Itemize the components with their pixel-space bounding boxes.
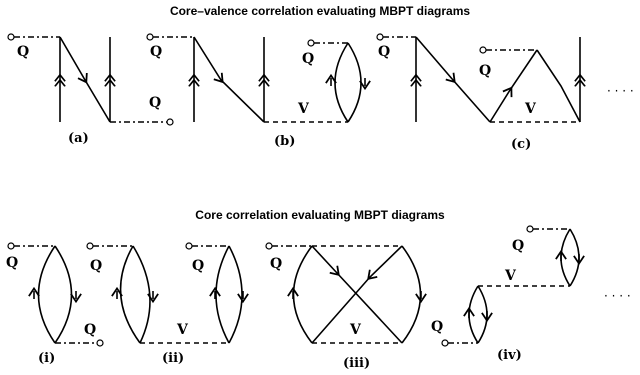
continuation-dots: · · · · [607, 84, 634, 98]
diagram-a [7, 33, 174, 126]
vertex-circle [307, 39, 315, 47]
diagram-b [146, 33, 371, 123]
diagram-i [7, 242, 104, 347]
q-label: Q [192, 258, 204, 274]
q-label: Q [512, 238, 524, 254]
bubble-left [560, 228, 571, 287]
q-label: Q [378, 44, 390, 60]
caption-c: (c) [511, 137, 531, 152]
bubble-right [54, 245, 73, 344]
diagram-iii [265, 242, 427, 344]
bubble-left [334, 42, 349, 123]
v-label: V [504, 268, 517, 284]
v-label: V [176, 322, 189, 338]
vertex-circle [479, 46, 487, 54]
q-label: Q [150, 44, 162, 60]
particle-line [536, 49, 581, 123]
vertex-circle [376, 33, 384, 41]
q-label: Q [84, 322, 96, 338]
particle-line [59, 36, 111, 123]
particle-line [193, 36, 265, 123]
vertex-circle [7, 33, 15, 41]
vertex-circle [441, 339, 449, 347]
bubble-left [119, 245, 141, 344]
caption-iii: (iii) [343, 356, 370, 371]
v-label: V [349, 322, 362, 338]
diagram-iv [441, 225, 585, 347]
core-correlation-title: Core correlation evaluating MBPT diagram… [195, 208, 445, 222]
q-label: Q [90, 258, 102, 274]
q-label: Q [149, 95, 161, 111]
outer-left-arc [292, 245, 313, 344]
outer-right-arc [401, 245, 422, 344]
caption-iv: (iv) [497, 348, 522, 363]
caption-a: (a) [68, 131, 89, 146]
bubble-left [468, 285, 479, 344]
v-label: V [524, 101, 537, 117]
vertex-circle [86, 242, 94, 250]
caption-ii: (ii) [162, 351, 184, 366]
vertex-circle [7, 242, 15, 250]
bubble-left [215, 245, 230, 344]
q-label: Q [431, 319, 443, 335]
continuation-dots: · · · · [604, 289, 631, 303]
q-label: Q [302, 51, 314, 67]
vertex-circle [526, 225, 534, 233]
cross-line [311, 245, 403, 344]
bubble-left [37, 245, 56, 344]
caption-b: (b) [274, 134, 295, 149]
bubble-right [477, 285, 488, 344]
particle-line [415, 36, 491, 123]
diagram-ii [86, 242, 249, 344]
q-label: Q [270, 256, 282, 272]
bubble-right [347, 42, 362, 123]
q-label: Q [6, 255, 18, 271]
caption-i: (i) [38, 351, 55, 366]
q-label: Q [17, 44, 29, 60]
core-valence-title: Core–valence correlation evaluating MBPT… [169, 4, 471, 18]
diagram-c [376, 33, 581, 123]
vertex-circle [166, 118, 174, 126]
bubble-right [569, 228, 580, 287]
vertex-circle [96, 339, 104, 347]
cross-line [311, 245, 403, 344]
vertex-circle [146, 33, 154, 41]
vertex-circle [265, 242, 273, 250]
bubble-right [228, 245, 243, 344]
bubble-right [132, 245, 151, 344]
v-label: V [297, 101, 310, 117]
vertex-circle [185, 242, 193, 250]
particle-line [489, 49, 538, 123]
q-label: Q [479, 63, 491, 79]
